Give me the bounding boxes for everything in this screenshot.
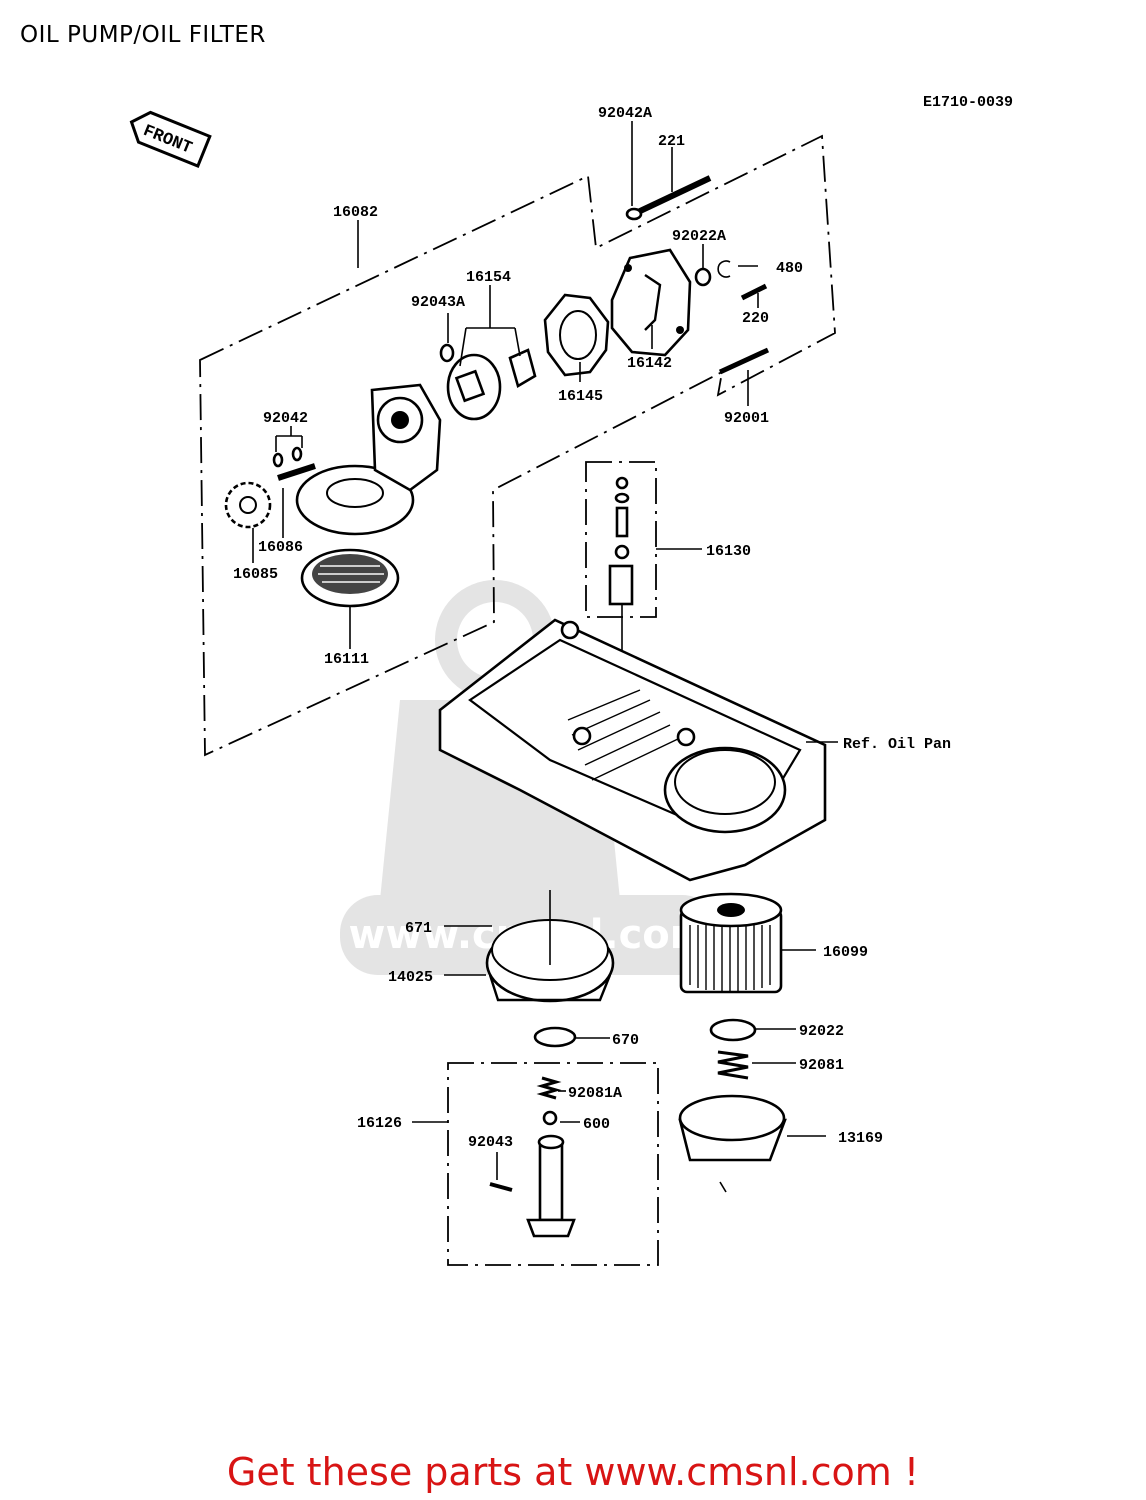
assembly-boundary (199, 134, 836, 1266)
leader-lines (252, 121, 838, 1180)
label-ref-oil-pan: Ref. Oil Pan (843, 736, 951, 753)
label-14025: 14025 (388, 969, 433, 986)
label-13169: 13169 (838, 1130, 883, 1147)
parts-diagram: www.cmsnl.com E1710-0039 FRONT (129, 94, 1013, 1266)
pin-92043A (439, 343, 455, 363)
clip-480 (717, 260, 731, 278)
pin-92043 (489, 1182, 513, 1192)
label-16086: 16086 (258, 539, 303, 556)
label-671: 671 (405, 920, 432, 937)
label-221: 221 (658, 133, 685, 150)
relief-valve (608, 476, 634, 680)
label-16145: 16145 (558, 388, 603, 405)
label-16082: 16082 (333, 204, 378, 221)
spring-92081 (717, 1050, 749, 1080)
label-220: 220 (742, 310, 769, 327)
part-labels: 92042A 221 16082 92022A 480 16154 92043A… (233, 105, 951, 1151)
label-16126: 16126 (357, 1115, 402, 1132)
reference-code: E1710-0039 (923, 94, 1013, 111)
label-16099: 16099 (823, 944, 868, 961)
label-16111: 16111 (324, 651, 369, 668)
bolt-92001 (718, 347, 770, 375)
oil-strainer (300, 548, 400, 608)
label-92022A: 92022A (672, 228, 726, 245)
o-ring-670 (533, 1026, 577, 1048)
gasket (543, 293, 610, 377)
label-92081A: 92081A (568, 1085, 622, 1102)
label-670: 670 (612, 1032, 639, 1049)
washer-92022A (694, 267, 712, 287)
label-16154: 16154 (466, 269, 511, 286)
label-92022: 92022 (799, 1023, 844, 1040)
label-16130: 16130 (706, 543, 751, 560)
label-92043: 92043 (468, 1134, 513, 1151)
pump-shaft (272, 446, 316, 481)
get-parts-link[interactable]: Get these parts at www.cmsnl.com ! (226, 1450, 920, 1494)
filter-cover (485, 890, 615, 1003)
label-16142: 16142 (627, 355, 672, 372)
label-92001: 92001 (724, 410, 769, 427)
label-92042: 92042 (263, 410, 308, 427)
bypass-valve (526, 1076, 576, 1238)
front-arrow-icon: FRONT (129, 110, 212, 169)
label-16085: 16085 (233, 566, 278, 583)
pump-cover (610, 248, 692, 357)
label-480: 480 (776, 260, 803, 277)
label-92042A: 92042A (598, 105, 652, 122)
bolt-221 (625, 175, 712, 221)
oil-pan (438, 618, 827, 882)
rotor-set (446, 348, 537, 421)
oil-filter (679, 892, 783, 994)
pump-gear (224, 481, 272, 529)
label-92081: 92081 (799, 1057, 844, 1074)
page-title: OIL PUMP/OIL FILTER (20, 22, 266, 48)
label-92043A: 92043A (411, 294, 465, 311)
bolt-220 (740, 283, 768, 301)
label-600: 600 (583, 1116, 610, 1133)
washer-92022 (709, 1018, 757, 1042)
filter-bolt-cup (678, 1094, 787, 1193)
